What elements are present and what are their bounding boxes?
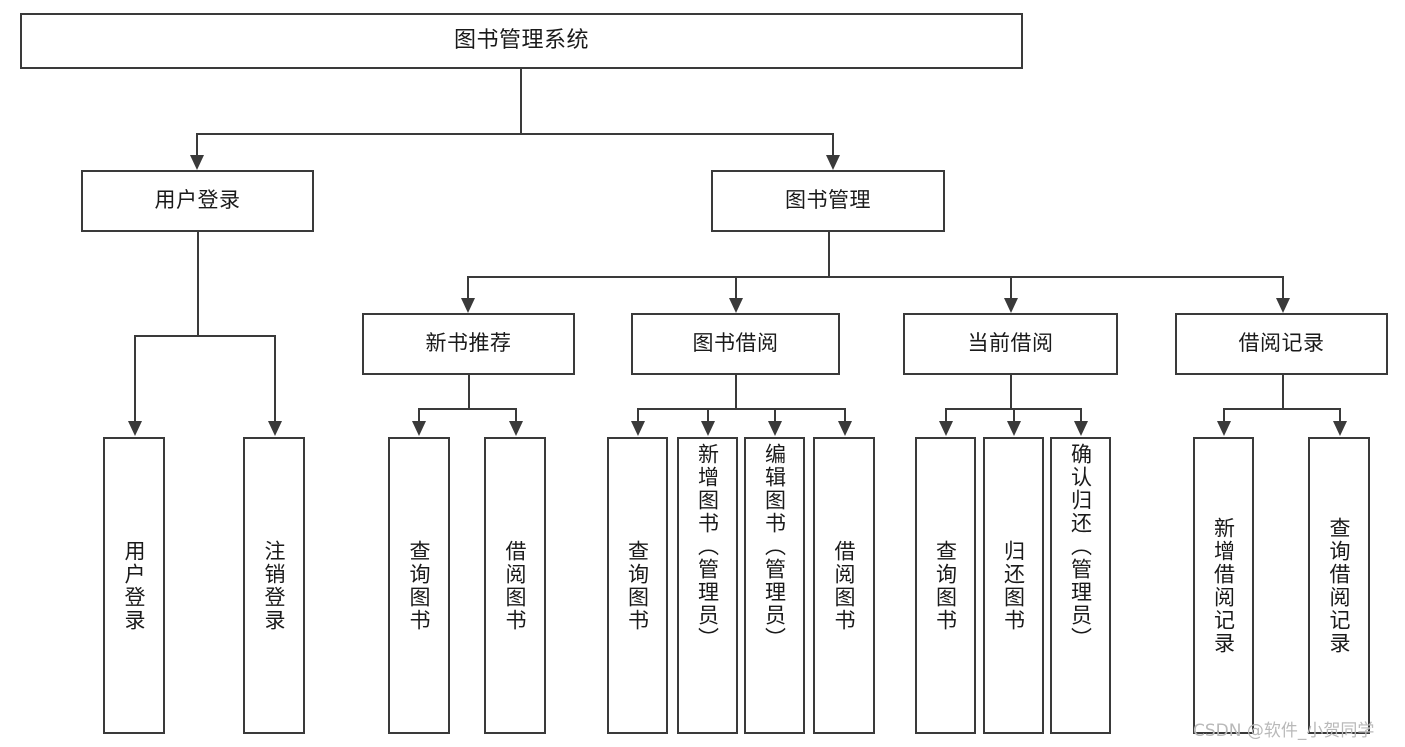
node-user-login[interactable]: 用户登录 (81, 170, 314, 232)
arrowhead-leaf-query-record (1333, 421, 1347, 436)
connector-to-book-manage (832, 133, 834, 156)
node-leaf-borrow-book-1[interactable]: 借阅图书 (484, 437, 546, 734)
node-root-label: 图书管理系统 (453, 27, 589, 53)
node-leaf-query-book-3[interactable]: 查询图书 (915, 437, 976, 734)
node-leaf-return-book[interactable]: 归还图书 (983, 437, 1044, 734)
connector-leaf-user-logout (274, 335, 276, 422)
arrowhead-borrow-record (1276, 298, 1290, 313)
connector-to-user-login (196, 133, 198, 156)
connector-user-login-stem (197, 232, 199, 335)
arrowhead-book-borrow (729, 298, 743, 313)
connector-new-book-rec-stem (468, 375, 470, 408)
node-leaf-add-book-label: 新增图书（管理员） (695, 443, 720, 650)
node-leaf-add-record-label: 新增借阅记录 (1211, 516, 1236, 655)
connector-leaf-query-record (1339, 408, 1341, 422)
node-leaf-user-login-label: 用户登录 (122, 539, 147, 632)
node-new-book-rec-label: 新书推荐 (425, 331, 512, 356)
node-leaf-query-book-1-label: 查询图书 (407, 539, 432, 632)
connector-book-manage-bus (467, 276, 1282, 278)
node-leaf-borrow-book-2-label: 借阅图书 (832, 539, 857, 632)
node-leaf-confirm-return-label: 确认归还（管理员） (1068, 443, 1093, 650)
connector-current-borrow-bus (945, 408, 1080, 410)
connector-leaf-add-book (707, 408, 709, 422)
node-current-borrow-label: 当前借阅 (967, 331, 1054, 356)
arrowhead-leaf-borrow-book-2 (838, 421, 852, 436)
connector-leaf-borrow-book-1 (515, 408, 517, 422)
connector-book-manage-stem (828, 232, 830, 276)
node-leaf-edit-book-label: 编辑图书（管理员） (762, 443, 787, 650)
arrowhead-leaf-edit-book (768, 421, 782, 436)
arrowhead-leaf-user-logout (268, 421, 282, 436)
connector-to-book-borrow (735, 276, 737, 299)
arrowhead-leaf-borrow-book-1 (509, 421, 523, 436)
connector-user-login-bus (134, 335, 274, 337)
arrowhead-book-manage (826, 155, 840, 170)
node-leaf-user-logout[interactable]: 注销登录 (243, 437, 305, 734)
node-book-borrow[interactable]: 图书借阅 (631, 313, 840, 375)
connector-borrow-record-stem (1282, 375, 1284, 408)
arrowhead-leaf-confirm-return (1074, 421, 1088, 436)
node-leaf-add-record[interactable]: 新增借阅记录 (1193, 437, 1254, 734)
connector-leaf-query-book-1 (418, 408, 420, 422)
csdn-watermark: CSDN @软件_小贺同学 (1193, 721, 1375, 741)
connector-leaf-edit-book (774, 408, 776, 422)
connector-leaf-add-record (1223, 408, 1225, 422)
node-leaf-return-book-label: 归还图书 (1001, 539, 1026, 632)
arrowhead-current-borrow (1004, 298, 1018, 313)
node-leaf-query-book-2-label: 查询图书 (625, 539, 650, 632)
arrowhead-leaf-query-book-3 (939, 421, 953, 436)
connector-leaf-query-book-2 (637, 408, 639, 422)
connector-to-borrow-record (1282, 276, 1284, 299)
arrowhead-user-login (190, 155, 204, 170)
node-leaf-borrow-book-1-label: 借阅图书 (503, 539, 528, 632)
node-leaf-query-record-label: 查询借阅记录 (1327, 516, 1352, 655)
node-root[interactable]: 图书管理系统 (20, 13, 1023, 69)
connector-leaf-borrow-book-2 (844, 408, 846, 422)
arrowhead-new-book-rec (461, 298, 475, 313)
node-book-manage[interactable]: 图书管理 (711, 170, 945, 232)
connector-book-borrow-bus (637, 408, 844, 410)
node-book-manage-label: 图书管理 (785, 188, 871, 213)
arrowhead-leaf-add-record (1217, 421, 1231, 436)
connector-leaf-confirm-return (1080, 408, 1082, 422)
node-current-borrow[interactable]: 当前借阅 (903, 313, 1118, 375)
node-borrow-record[interactable]: 借阅记录 (1175, 313, 1388, 375)
arrowhead-leaf-user-login (128, 421, 142, 436)
connector-to-current-borrow (1010, 276, 1012, 299)
arrowhead-leaf-query-book-2 (631, 421, 645, 436)
connector-book-borrow-stem (735, 375, 737, 408)
node-leaf-edit-book[interactable]: 编辑图书（管理员） (744, 437, 805, 734)
node-leaf-query-book-3-label: 查询图书 (933, 539, 958, 632)
connector-borrow-record-bus (1223, 408, 1339, 410)
arrowhead-leaf-query-book-1 (412, 421, 426, 436)
node-user-login-label: 用户登录 (154, 188, 241, 213)
node-leaf-query-book-2[interactable]: 查询图书 (607, 437, 668, 734)
connector-new-book-rec-bus (418, 408, 515, 410)
node-book-borrow-label: 图书借阅 (692, 331, 779, 356)
arrowhead-leaf-add-book (701, 421, 715, 436)
connector-to-new-book-rec (467, 276, 469, 299)
connector-leaf-user-login (134, 335, 136, 422)
connector-root-stem (520, 69, 522, 133)
node-new-book-rec[interactable]: 新书推荐 (362, 313, 575, 375)
node-leaf-confirm-return[interactable]: 确认归还（管理员） (1050, 437, 1111, 734)
connector-leaf-query-book-3 (945, 408, 947, 422)
connector-leaf-return-book (1013, 408, 1015, 422)
arrowhead-leaf-return-book (1007, 421, 1021, 436)
node-borrow-record-label: 借阅记录 (1238, 331, 1325, 356)
node-leaf-user-login[interactable]: 用户登录 (103, 437, 165, 734)
node-leaf-add-book[interactable]: 新增图书（管理员） (677, 437, 738, 734)
node-leaf-query-book-1[interactable]: 查询图书 (388, 437, 450, 734)
connector-current-borrow-stem (1010, 375, 1012, 408)
node-leaf-query-record[interactable]: 查询借阅记录 (1308, 437, 1370, 734)
connector-root-bus (196, 133, 832, 135)
node-leaf-borrow-book-2[interactable]: 借阅图书 (813, 437, 875, 734)
node-leaf-user-logout-label: 注销登录 (262, 539, 287, 632)
